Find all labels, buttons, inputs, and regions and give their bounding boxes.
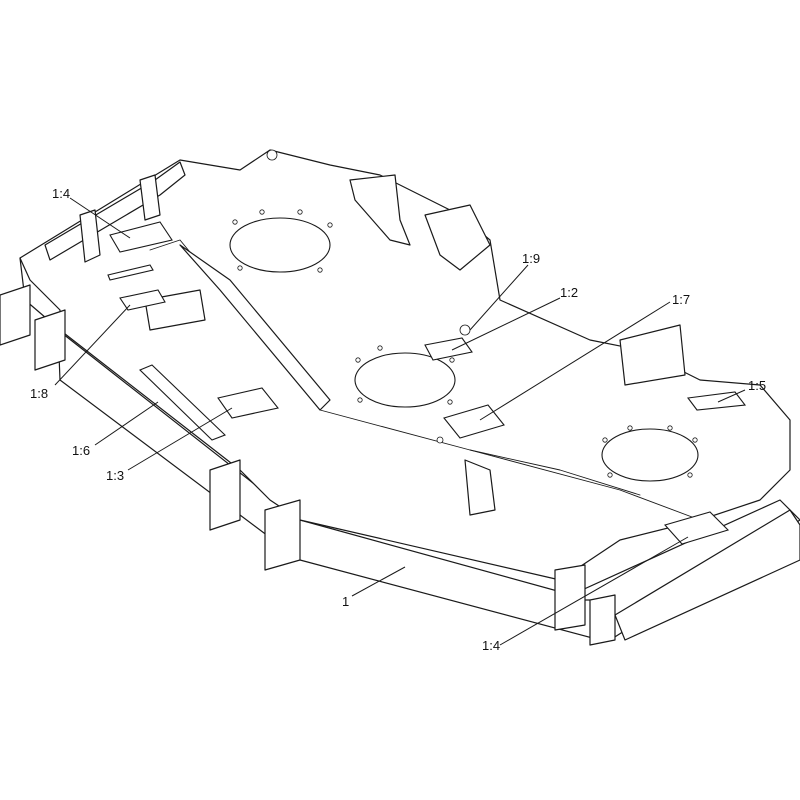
bracket-front-left bbox=[0, 284, 31, 346]
callout-1-8: 1:8 bbox=[30, 386, 48, 401]
bracket-left-arm bbox=[179, 244, 331, 411]
callout-labels: 1:4 1:8 1:6 1:3 1:9 1:2 1:7 1:5 1 1:4 bbox=[30, 186, 766, 653]
bracket-rear-right bbox=[424, 204, 491, 271]
bracket-center bbox=[464, 459, 496, 516]
callout-1-5: 1:5 bbox=[748, 378, 766, 393]
bracket-front-center bbox=[264, 499, 301, 571]
decal-1-4-left bbox=[109, 221, 173, 253]
center-blade-opening bbox=[354, 352, 456, 408]
decal-1-6 bbox=[139, 364, 227, 441]
callout-1-4-lower: 1:4 bbox=[482, 638, 500, 653]
mounting-brackets bbox=[0, 174, 686, 646]
callout-1-9: 1:9 bbox=[522, 251, 540, 266]
callout-1-2: 1:2 bbox=[560, 285, 578, 300]
callout-1-3: 1:3 bbox=[106, 468, 124, 483]
bracket-front-mid bbox=[209, 459, 241, 531]
bracket-front-left-2 bbox=[34, 309, 66, 371]
bracket-right bbox=[619, 324, 686, 386]
decal-1-2 bbox=[424, 337, 473, 361]
decal-1-7 bbox=[443, 404, 505, 439]
blade-openings bbox=[229, 217, 699, 482]
bracket-front-right-2 bbox=[589, 594, 616, 646]
callout-1-4-upper: 1:4 bbox=[52, 186, 70, 201]
leader-lines bbox=[54, 197, 746, 646]
left-blade-opening bbox=[229, 217, 331, 273]
bracket-rear-center bbox=[349, 174, 411, 246]
callout-1-6: 1:6 bbox=[72, 443, 90, 458]
bracket-front-right bbox=[554, 564, 586, 631]
decals bbox=[107, 221, 747, 545]
right-blade-opening bbox=[601, 428, 699, 482]
callout-1-7: 1:7 bbox=[672, 292, 690, 307]
callout-1: 1 bbox=[342, 594, 349, 609]
decal-1-8 bbox=[119, 289, 166, 311]
decal-1-4-right bbox=[664, 511, 730, 545]
decal-strip-left bbox=[107, 264, 154, 281]
bracket-rear-left bbox=[139, 174, 161, 221]
bolt-holes bbox=[232, 149, 698, 478]
